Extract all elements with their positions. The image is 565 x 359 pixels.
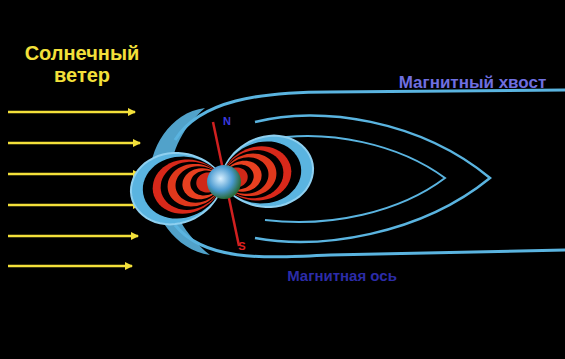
magnetic-axis-label: Магнитная ось (232, 268, 452, 285)
north-pole-label: N (219, 115, 235, 127)
solar-wind-label: Солнечный ветер (2, 42, 162, 86)
south-pole-label: S (234, 240, 250, 252)
radiation-belts (125, 129, 318, 231)
magnetotail (175, 90, 565, 257)
earth (207, 165, 241, 199)
magnetotail-label: Магнитный хвост (385, 74, 560, 93)
solar-wind-arrows (8, 112, 140, 266)
